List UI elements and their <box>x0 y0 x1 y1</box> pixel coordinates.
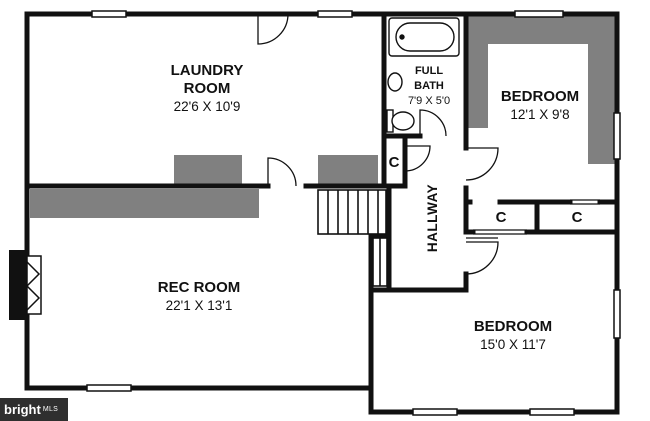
window <box>412 408 458 416</box>
cabinets <box>30 16 616 218</box>
fireplace <box>9 250 42 320</box>
rec-room-name: REC ROOM <box>158 279 241 296</box>
stairs <box>317 189 388 287</box>
closet-label: C <box>389 154 400 171</box>
window <box>613 289 621 339</box>
door-swing <box>465 241 499 275</box>
fireplace-hearth <box>9 250 27 320</box>
laundry-room-name: LAUNDRY <box>171 62 244 79</box>
door-swing <box>465 147 499 181</box>
laundry-room-dims: 22'6 X 10'9 <box>174 99 241 114</box>
labels: LAUNDRY ROOM 22'6 X 10'9 FULL BATH 7'9 X… <box>158 62 583 352</box>
bedroom-2-name: BEDROOM <box>474 318 552 335</box>
bedroom-1-dims: 12'1 X 9'8 <box>510 107 569 122</box>
stair-run <box>317 189 387 235</box>
rec-room-dims: 22'1 X 13'1 <box>166 298 233 313</box>
full-bath-name: FULL <box>415 65 443 77</box>
bath-fixtures <box>386 17 460 133</box>
laundry-counter-right <box>318 155 378 184</box>
door-swing <box>267 157 297 187</box>
bedroom-closet-right <box>588 16 616 164</box>
watermark-suffix: MLS <box>42 406 59 413</box>
sink <box>387 72 403 92</box>
toilet-bowl <box>391 111 415 131</box>
windows <box>86 10 621 416</box>
brightmls-watermark: bright MLS <box>0 398 68 421</box>
window <box>91 10 127 18</box>
full-bath-dims: 7'9 X 5'0 <box>408 95 450 107</box>
laundry-room-name-2: ROOM <box>184 80 231 97</box>
full-bath-name-2: BATH <box>414 80 444 92</box>
window <box>317 10 353 18</box>
window <box>529 408 575 416</box>
closet-label: C <box>572 209 583 226</box>
window <box>86 384 132 392</box>
hallway-label: HALLWAY <box>425 184 440 252</box>
doors <box>257 13 600 275</box>
door-swing <box>257 13 289 45</box>
bedroom-1-name: BEDROOM <box>501 88 579 105</box>
rec-room-counter <box>30 189 259 218</box>
watermark-brand: bright <box>4 402 41 417</box>
window <box>613 112 621 160</box>
bedroom-closet-left <box>468 16 488 128</box>
door-swing <box>419 109 447 137</box>
bedroom-2-dims: 15'0 X 11'7 <box>480 337 546 352</box>
window <box>514 10 564 18</box>
door-swing <box>404 145 431 172</box>
closet-label: C <box>496 209 507 226</box>
laundry-counter-left <box>174 155 242 184</box>
